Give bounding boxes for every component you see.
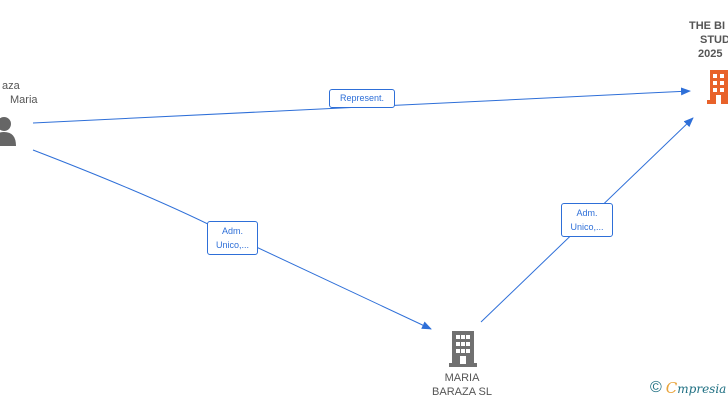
mid-building-icon[interactable]	[449, 331, 477, 367]
empresia-logo: Cmpresia	[666, 379, 727, 397]
mid-company-line2: BARAZA SL	[432, 386, 492, 398]
edge-label-represent[interactable]: Represent.	[329, 89, 395, 108]
edge-label-adm-right-line2: Unico,...	[570, 222, 604, 232]
edge-label-adm-right[interactable]: Adm. Unico,...	[561, 203, 613, 237]
copyright-icon: ©	[650, 379, 662, 396]
logo-initial: C	[665, 379, 678, 397]
target-company-label: THE BI STUD 2025	[686, 19, 728, 61]
person-name-line1: aza	[2, 80, 20, 92]
mid-company-label: MARIA BARAZA SL	[415, 371, 509, 399]
edge-label-adm-left-line1: Adm.	[221, 226, 243, 236]
target-building-icon[interactable]	[707, 70, 728, 104]
target-company-line1: THE BI	[689, 20, 726, 32]
logo-rest: mpresia	[677, 382, 727, 396]
edge-label-adm-right-line1: Adm.	[576, 208, 598, 218]
person-icon[interactable]	[0, 116, 18, 146]
edge-label-represent-text: Represent.	[339, 93, 385, 103]
empresia-watermark: © Cmpresia	[650, 378, 726, 398]
person-name-label: aza Maria	[0, 79, 38, 107]
person-name-line2: Maria	[10, 94, 38, 106]
mid-company-line1: MARIA	[444, 372, 480, 384]
edge-label-adm-left-line2: Unico,...	[215, 240, 249, 250]
target-company-line2: STUD	[700, 34, 728, 46]
edge-label-adm-left[interactable]: Adm. Unico,...	[207, 221, 258, 255]
target-company-line3: 2025	[698, 48, 723, 60]
